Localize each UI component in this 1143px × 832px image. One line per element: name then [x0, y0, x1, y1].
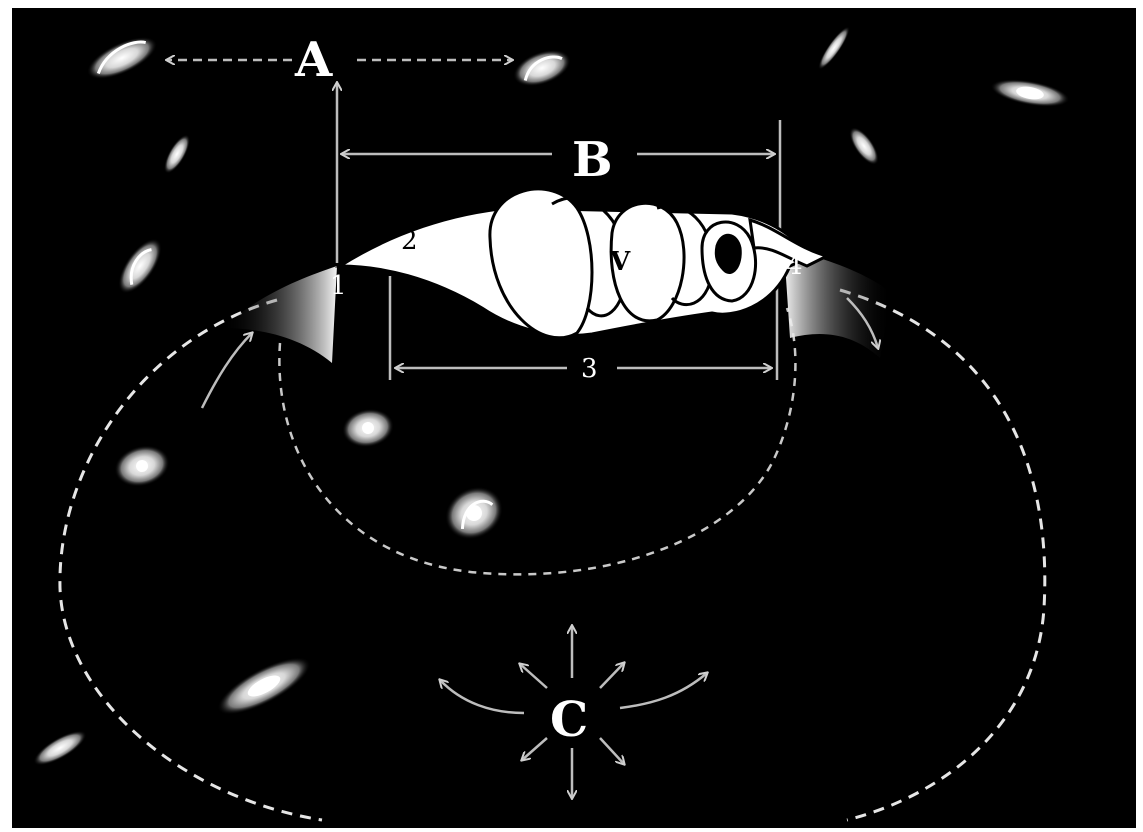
galaxy-icon — [508, 43, 575, 94]
label-point-1: 1 — [330, 271, 347, 301]
c-arrow-upright — [600, 663, 624, 688]
galaxy-icon — [110, 439, 174, 492]
galaxy-icon — [29, 724, 91, 771]
galaxy-icon — [210, 647, 318, 726]
galaxy-icon — [814, 23, 854, 72]
label-v: V — [609, 247, 631, 277]
label-point-3: 3 — [581, 354, 598, 384]
galaxy-icon — [844, 123, 884, 169]
c-arrow-downright — [600, 738, 624, 764]
diagram-svg: A B C 1 2 3 4 V — [12, 8, 1136, 828]
galaxy-icon — [159, 131, 195, 177]
label-point-2: 2 — [401, 226, 418, 256]
c-arrow-upleft — [520, 664, 547, 688]
label-b: B — [572, 132, 613, 188]
galaxy-icon — [339, 405, 397, 451]
label-point-4: 4 — [786, 251, 803, 281]
background-galaxies — [29, 23, 1071, 771]
galaxy-icon — [110, 232, 170, 300]
outer-loop — [60, 300, 322, 820]
galaxy-icon — [81, 28, 163, 87]
c-arrow-left — [440, 680, 524, 713]
diagram-canvas: A B C 1 2 3 4 V — [12, 8, 1136, 828]
outer-loop — [840, 290, 1045, 820]
label-a: A — [294, 32, 333, 88]
label-c: C — [550, 692, 588, 748]
spiral-horn — [340, 189, 827, 338]
flow-arrow-left — [202, 333, 252, 408]
galaxy-icon — [436, 476, 513, 549]
c-arrow-downleft — [522, 738, 547, 760]
galaxy-icon — [989, 74, 1072, 112]
spiral-coil — [716, 235, 740, 272]
c-arrow-right — [620, 673, 707, 708]
